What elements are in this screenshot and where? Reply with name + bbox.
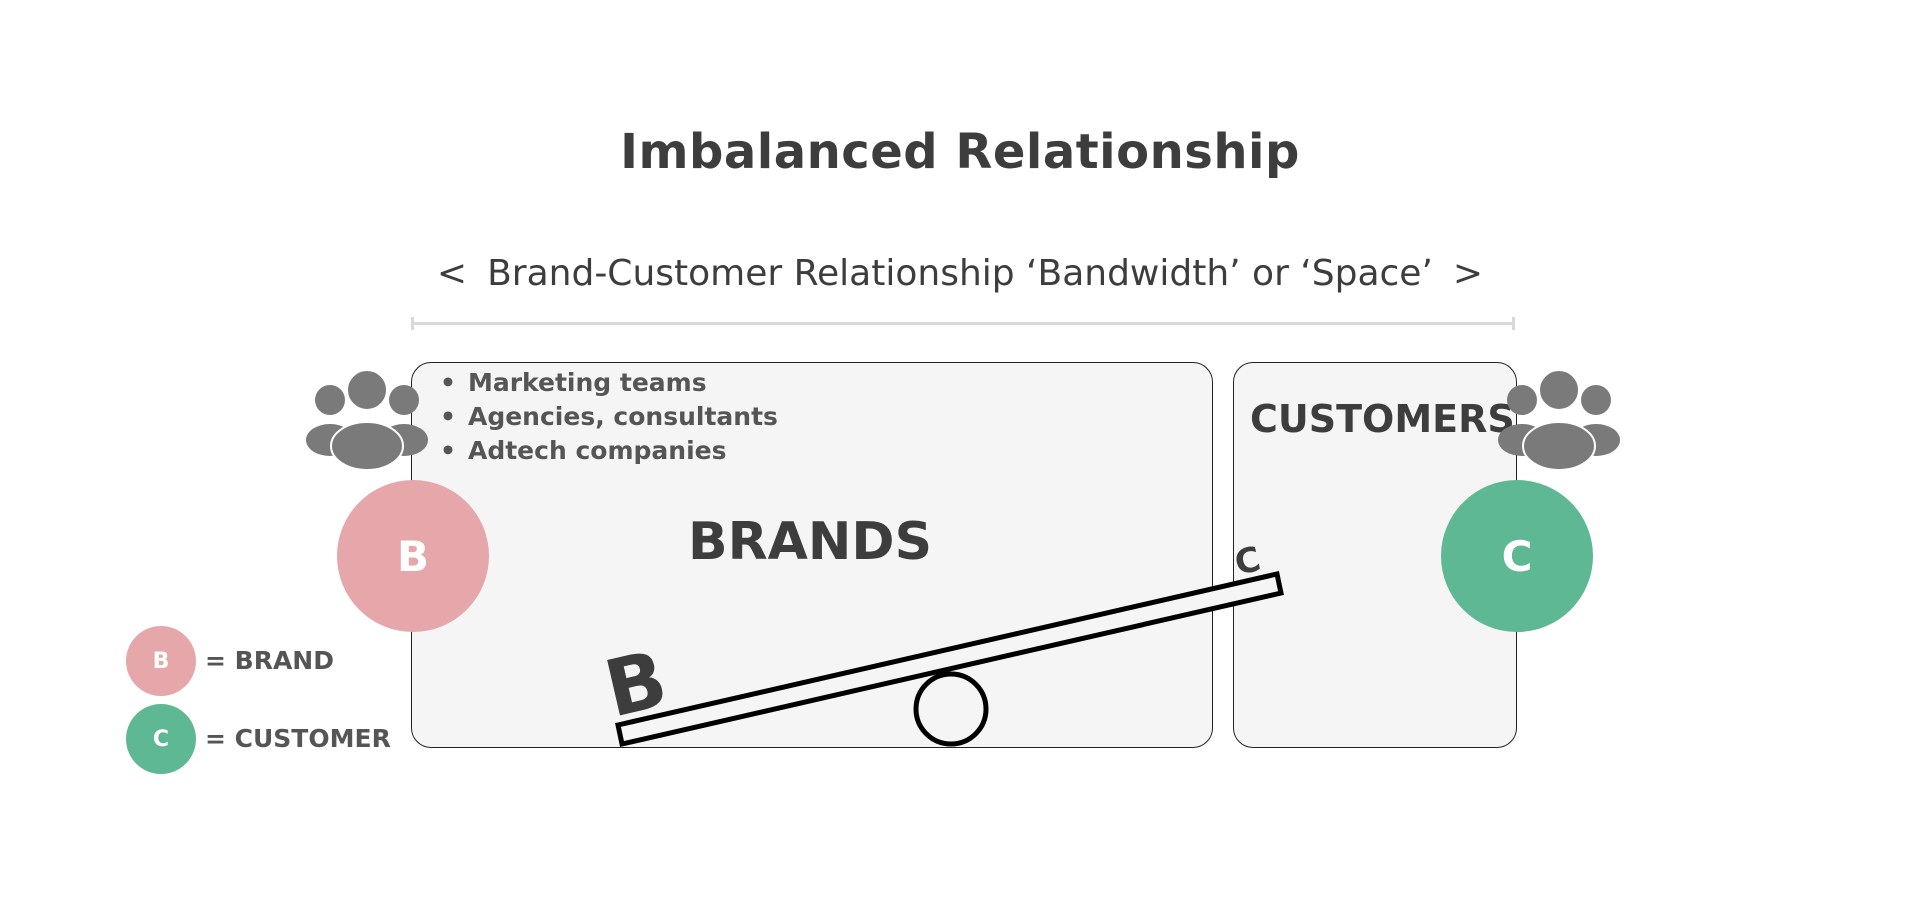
legend-customer-swatch: C — [126, 704, 196, 774]
seesaw-brand-letter: B — [597, 634, 675, 735]
bandwidth-bracket — [411, 317, 1515, 330]
list-item: Marketing teams — [440, 366, 778, 400]
list-item: Agencies, consultants — [440, 400, 778, 434]
customer-node: C — [1441, 480, 1593, 632]
brands-label: BRANDS — [687, 512, 933, 572]
bandwidth-caption: < Brand-Customer Relationship ‘Bandwidth’… — [0, 253, 1920, 294]
legend-brand-text: = BRAND — [205, 646, 334, 675]
bandwidth-caption-text: Brand-Customer Relationship ‘Bandwidth’ … — [487, 253, 1433, 294]
right-arrow: > — [1452, 253, 1484, 294]
legend-brand-swatch: B — [126, 626, 196, 696]
people-group-icon — [1498, 369, 1620, 471]
brand-node: B — [337, 480, 489, 632]
list-item: Adtech companies — [440, 434, 778, 468]
seesaw-plank — [615, 570, 1284, 748]
left-arrow: < — [436, 253, 468, 294]
customers-label: CUSTOMERS — [1250, 397, 1515, 441]
people-group-icon — [306, 369, 428, 471]
seesaw-fulcrum — [913, 671, 989, 747]
legend-customer-text: = CUSTOMER — [205, 724, 391, 753]
diagram-title: Imbalanced Relationship — [620, 124, 1300, 180]
seesaw-customer-letter: C — [1231, 539, 1264, 584]
brand-side-list: Marketing teams Agencies, consultants Ad… — [440, 366, 778, 468]
